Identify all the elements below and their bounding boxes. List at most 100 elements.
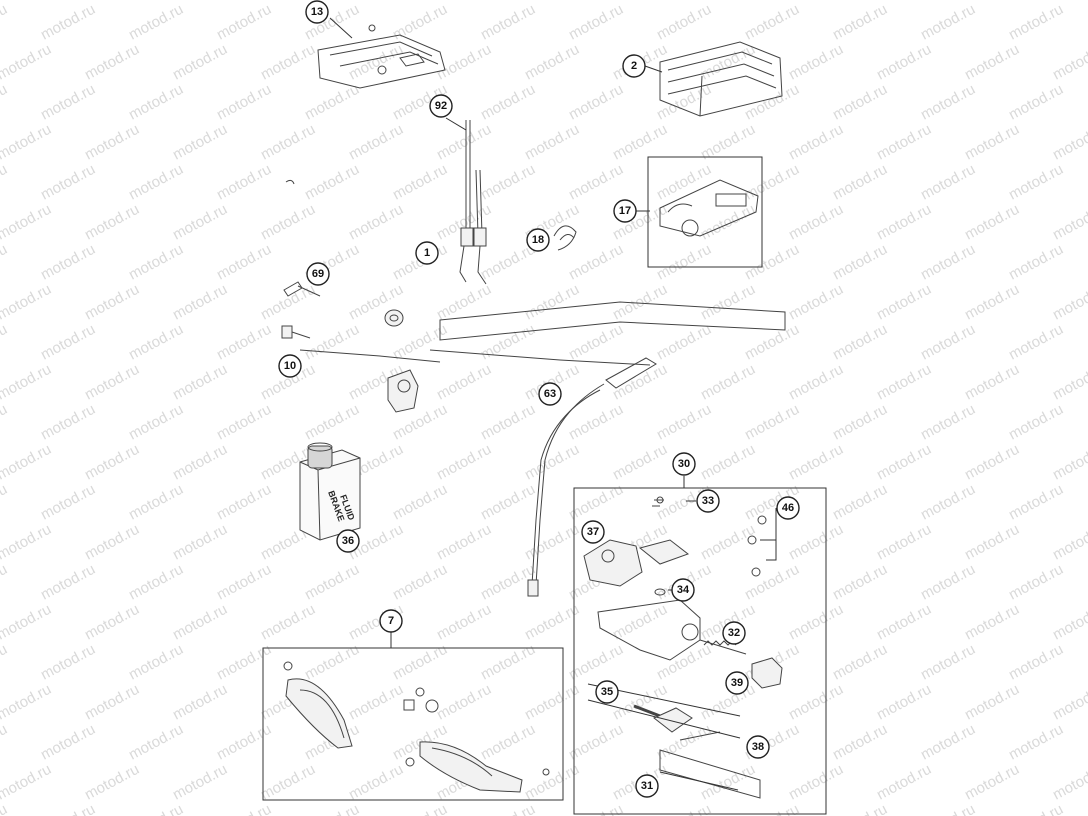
watermark-text: motod.ru — [918, 401, 978, 444]
watermark-text: motod.ru — [918, 481, 978, 524]
svg-text:18: 18 — [532, 234, 544, 246]
watermark-text: motod.ru — [786, 521, 846, 564]
callout-39: 39 — [725, 671, 749, 695]
part-33-diaphragm — [638, 496, 690, 565]
watermark-text: motod.ru — [566, 321, 626, 364]
part-69-screw — [283, 281, 321, 297]
svg-text:92: 92 — [435, 100, 447, 112]
watermark-text: motod.ru — [0, 601, 54, 644]
callout-10: 10 — [278, 354, 302, 378]
part-fitting — [387, 369, 419, 413]
watermark-text: motod.ru — [1050, 41, 1088, 84]
watermark-text: motod.ru — [38, 481, 98, 524]
watermark-text: motod.ru — [566, 1, 626, 44]
watermark-text: motod.ru — [698, 761, 758, 804]
watermark-text: motod.ru — [214, 241, 274, 284]
watermark-text: motod.ru — [170, 41, 230, 84]
part-37-reservoir-cap — [583, 539, 643, 587]
part-46-screws — [747, 515, 767, 577]
watermark-text: motod.ru — [1006, 481, 1066, 524]
watermark-text: motod.ru — [302, 641, 362, 684]
watermark-text: motod.ru — [0, 801, 10, 816]
svg-text:7: 7 — [388, 615, 394, 627]
callout-18: 18 — [526, 228, 550, 252]
watermark-text: motod.ru — [38, 1, 98, 44]
watermark-text: motod.ru — [874, 281, 934, 324]
watermark-text: motod.ru — [830, 321, 890, 364]
watermark-text: motod.ru — [214, 1, 274, 44]
watermark-text: motod.ru — [522, 601, 582, 644]
svg-text:1: 1 — [424, 247, 430, 259]
watermark-text: motod.ru — [0, 361, 54, 404]
watermark-text: motod.ru — [38, 641, 98, 684]
watermark-text: motod.ru — [126, 641, 186, 684]
watermark-text: motod.ru — [786, 601, 846, 644]
watermark-text: motod.ru — [962, 121, 1022, 164]
watermark-text: motod.ru — [390, 321, 450, 364]
watermark-text: motod.ru — [1006, 801, 1066, 816]
watermark-text: motod.ru — [786, 361, 846, 404]
watermark-text: motod.ru — [214, 801, 274, 816]
watermark-text: motod.ru — [126, 801, 186, 816]
part-18-clip — [553, 225, 577, 251]
watermark-text: motod.ru — [390, 801, 450, 816]
watermark-text: motod.ru — [0, 321, 10, 364]
watermark-text: motod.ru — [346, 681, 406, 724]
watermark-text: motod.ru — [874, 521, 934, 564]
callout-69: 69 — [306, 262, 330, 286]
callout-32: 32 — [722, 621, 746, 645]
watermark-text: motod.ru — [0, 161, 10, 204]
watermark-text: motod.ru — [1050, 121, 1088, 164]
svg-text:33: 33 — [702, 495, 714, 507]
watermark-text: motod.ru — [302, 401, 362, 444]
watermark-text: motod.ru — [170, 281, 230, 324]
callout-1: 1 — [415, 241, 439, 265]
callout-30: 30 — [672, 452, 696, 476]
watermark-text: motod.ru — [38, 241, 98, 284]
watermark-text: motod.ru — [478, 481, 538, 524]
svg-text:13: 13 — [311, 6, 323, 18]
watermark-text: motod.ru — [258, 41, 318, 84]
watermark-text: motod.ru — [0, 0, 54, 4]
svg-text:2: 2 — [631, 60, 637, 72]
watermark-text: motod.ru — [258, 761, 318, 804]
watermark-text: motod.ru — [522, 681, 582, 724]
watermark-text: motod.ru — [918, 81, 978, 124]
watermark-text: motod.ru — [214, 401, 274, 444]
watermark-text: motod.ru — [0, 521, 54, 564]
watermark-text: motod.ru — [82, 201, 142, 244]
part-bearing — [384, 309, 404, 327]
watermark-text: motod.ru — [38, 81, 98, 124]
watermark-text: motod.ru — [654, 401, 714, 444]
watermark-text: motod.ru — [522, 281, 582, 324]
watermark-text: motod.ru — [38, 721, 98, 764]
watermark-text: motod.ru — [962, 41, 1022, 84]
watermark-text: motod.ru — [918, 321, 978, 364]
callout-13: 13 — [305, 0, 329, 24]
watermark-text: motod.ru — [478, 721, 538, 764]
svg-text:39: 39 — [731, 677, 743, 689]
watermark-text: motod.ru — [82, 521, 142, 564]
watermark-text: motod.ru — [522, 441, 582, 484]
part-7-box — [262, 647, 564, 801]
watermark-text: motod.ru — [346, 121, 406, 164]
watermark-text: motod.ru — [786, 281, 846, 324]
part-17-box — [647, 156, 763, 268]
callout-17: 17 — [613, 199, 637, 223]
watermark-text: motod.ru — [390, 1, 450, 44]
watermark-text: motod.ru — [1050, 521, 1088, 564]
callout-7: 7 — [379, 609, 403, 633]
watermark-text: motod.ru — [258, 601, 318, 644]
watermark-text: motod.ru — [786, 681, 846, 724]
watermark-text: motod.ru — [1006, 641, 1066, 684]
watermark-text: motod.ru — [434, 361, 494, 404]
svg-text:69: 69 — [312, 268, 324, 280]
watermark-text: motod.ru — [962, 361, 1022, 404]
watermark-text: motod.ru — [478, 81, 538, 124]
watermark-text: motod.ru — [170, 201, 230, 244]
watermark-text: motod.ru — [874, 121, 934, 164]
watermark-text: motod.ru — [566, 161, 626, 204]
watermark-text: motod.ru — [654, 1, 714, 44]
svg-text:30: 30 — [678, 458, 690, 470]
